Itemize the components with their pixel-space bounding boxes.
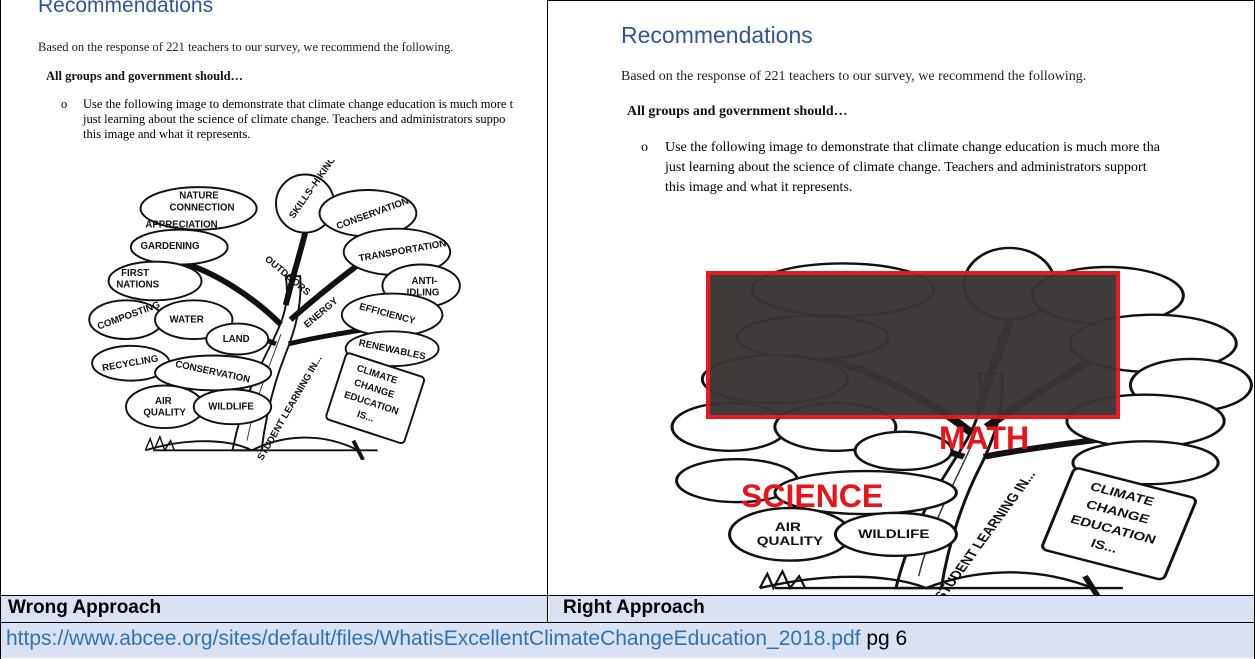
bullet-mark: o (61, 97, 68, 111)
page-reference: pg 6 (866, 627, 908, 650)
tree-label-anti: ANTI- (411, 276, 437, 287)
source-row: https://www.abcee.org/sites/default/file… (1, 623, 1254, 658)
left-bullet-line-3: this image and what it represents. (83, 127, 251, 141)
left-heading: Recommendations (38, 0, 214, 17)
tree-label-idling: IDLING (407, 287, 440, 298)
tree-label-land: LAND (223, 334, 250, 345)
source-link[interactable]: https://www.abcee.org/sites/default/file… (6, 627, 861, 650)
overlay-math-label: MATH (939, 420, 1030, 456)
left-bullet: o Use the following image to demonstrate … (61, 97, 513, 142)
sign-line-4: IS... (356, 409, 376, 425)
table-border-row1 (0, 595, 1255, 596)
bullet-mark: o (641, 140, 648, 155)
right-bullet: o Use the following image to demonstrate … (641, 138, 1160, 198)
obscured-science-overlay (706, 271, 1120, 419)
right-subheading: All groups and government should… (627, 104, 848, 119)
right-heading: Recommendations (621, 22, 813, 48)
tree-label-quality: QUALITY (143, 407, 186, 418)
tree-label-air: AIR (155, 396, 172, 407)
right-approach-cell: Recommendations Based on the response of… (549, 0, 1254, 595)
tree-label-nations: NATIONS (116, 280, 159, 291)
tree-label-energy: ENERGY (302, 295, 341, 330)
table-border-middle (547, 0, 548, 623)
right-bullet-line-1: Use the following image to demonstrate t… (665, 140, 1160, 155)
right-intro: Based on the response of 221 teachers to… (621, 69, 1087, 84)
right-bullet-line-2: just learning about the science of clima… (665, 160, 1147, 175)
tree-label-connection: CONNECTION (170, 202, 235, 213)
climate-tree-illustration: NATURE CONNECTION APPRECIATION GARDENING… (81, 160, 471, 460)
left-bullet-line-1: Use the following image to demonstrate t… (83, 97, 514, 111)
tree-label-first: FIRST (121, 268, 149, 279)
source-citation: https://www.abcee.org/sites/default/file… (6, 627, 907, 651)
tree-label-nature: NATURE (179, 191, 219, 202)
tree-label-gardening: GARDENING (141, 241, 200, 252)
overlay-science-label: SCIENCE (741, 478, 884, 514)
left-subheading: All groups and government should… (46, 69, 244, 83)
tree-label-air: AIR (775, 520, 801, 533)
wrong-approach-label: Wrong Approach (8, 597, 162, 618)
table-border-left (0, 0, 1, 659)
right-approach-label: Right Approach (563, 597, 705, 618)
tree-label-water: WATER (170, 315, 204, 326)
left-intro: Based on the response of 221 teachers to… (38, 40, 454, 54)
tree-label-wildlife: WILDLIFE (208, 402, 254, 413)
table-border-top (548, 0, 1255, 1)
tree-label-quality: QUALITY (757, 535, 823, 548)
wrong-approach-label-cell: Wrong Approach (1, 596, 547, 622)
wrong-approach-cell: Recommendations Based on the response of… (1, 0, 547, 595)
sign-line-4: IS... (1089, 536, 1120, 555)
left-bullet-line-2: just learning about the science of clima… (83, 112, 506, 126)
climate-tree-illustration: AIR QUALITY WILDLIFE STUDENT LEARNING IN… (669, 230, 1254, 595)
table-border-row2 (0, 622, 1255, 623)
right-approach-label-cell: Right Approach (549, 596, 1254, 622)
tree-label-appreciation: APPRECIATION (145, 220, 217, 231)
tree-label-wildlife: WILDLIFE (858, 527, 929, 540)
right-bullet-line-3: this image and what it represents. (665, 180, 853, 195)
